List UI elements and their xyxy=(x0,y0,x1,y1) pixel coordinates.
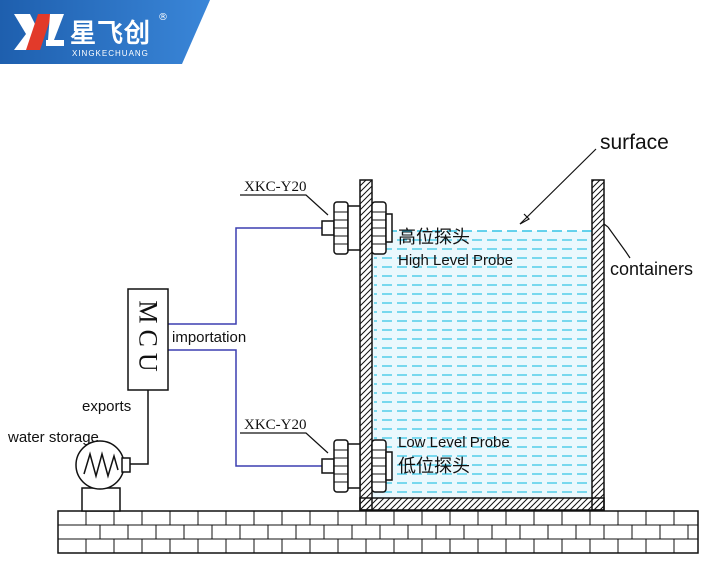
low-probe-en: Low Level Probe xyxy=(398,434,510,451)
sensor-top-model: XKC-Y20 xyxy=(244,179,307,195)
leader-lines xyxy=(240,148,631,454)
surface-label: surface xyxy=(600,131,669,154)
sensor-bottom-model: XKC-Y20 xyxy=(244,417,307,433)
logo-brand-text: 星飞创 xyxy=(70,19,151,49)
low-probe-cn: 低位探头 xyxy=(398,456,470,477)
high-probe-en: High Level Probe xyxy=(398,252,513,269)
container-left-wall xyxy=(359,179,373,511)
container xyxy=(359,179,605,511)
water-storage-pump xyxy=(75,440,131,512)
logo-mark-icon xyxy=(14,14,64,50)
water-storage-label: water storage xyxy=(7,429,99,446)
exports-label: exports xyxy=(82,398,131,415)
low-level-sensor xyxy=(321,439,393,493)
container-right-wall xyxy=(591,179,605,511)
pump-coil-icon xyxy=(83,451,119,479)
logo-brand-sub: XINGKECHUANG xyxy=(72,49,149,58)
high-probe-cn: 高位探头 xyxy=(398,227,470,248)
importation-label: importation xyxy=(172,329,246,346)
brick-ground xyxy=(57,510,699,554)
signal-wires xyxy=(168,227,322,467)
high-level-sensor xyxy=(321,201,393,255)
containers-label: containers xyxy=(610,259,693,279)
mcu-label: MCU xyxy=(134,300,163,377)
logo: 星飞创 ® XINGKECHUANG xyxy=(0,0,210,64)
water-lines xyxy=(374,239,590,493)
mcu-box: MCU xyxy=(127,288,169,391)
container-floor xyxy=(359,497,605,511)
output-wire xyxy=(124,390,149,465)
logo-registered-mark: ® xyxy=(158,12,168,23)
